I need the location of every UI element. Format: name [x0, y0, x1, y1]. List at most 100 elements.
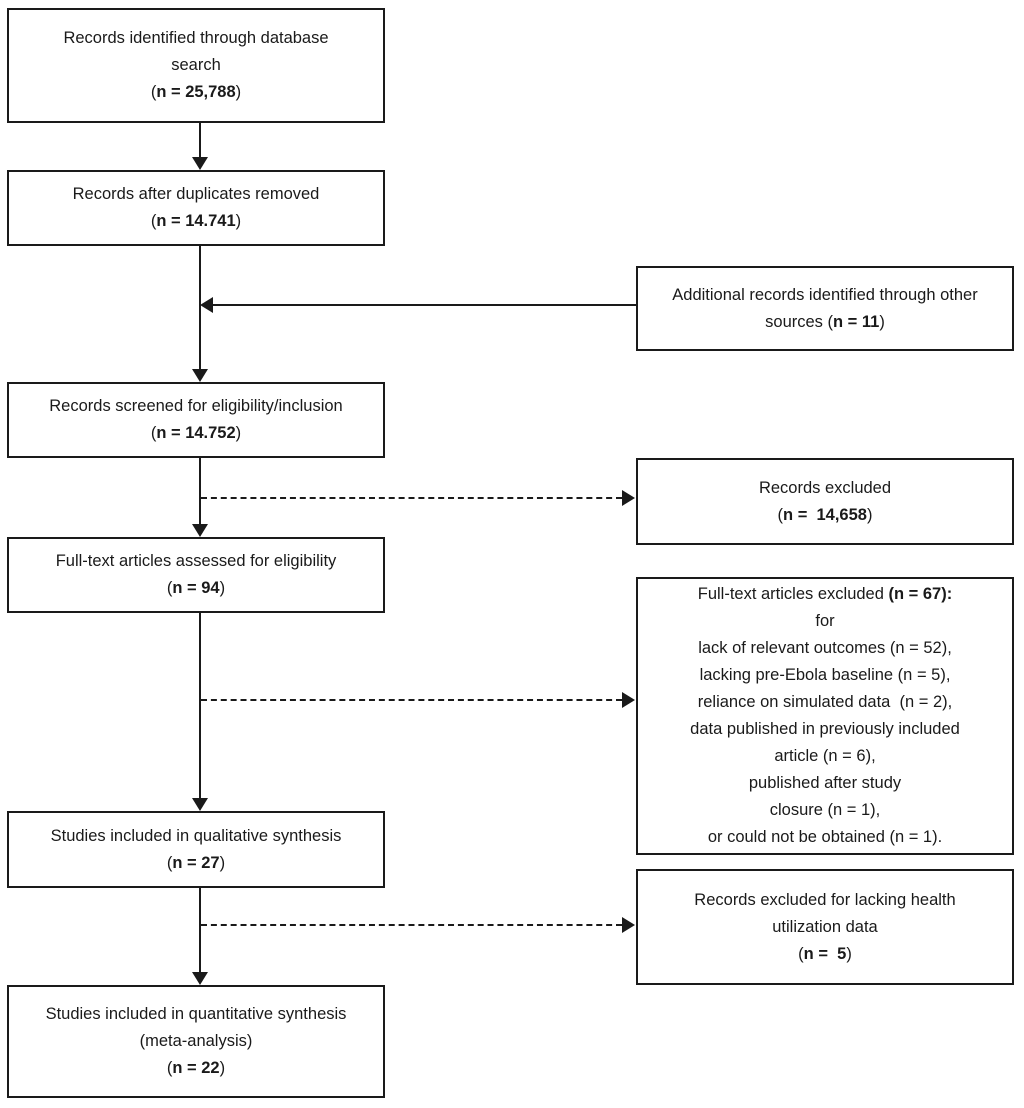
- exclusion-reason: reliance on simulated data (n = 2),: [698, 689, 953, 716]
- box-text: or could not be obtained (n = 1).: [707, 828, 943, 846]
- arrow-down-icon: [192, 157, 208, 170]
- box-text: lacking pre-Ebola baseline (n = 5),: [699, 666, 951, 684]
- arrow-right-icon: [622, 917, 635, 933]
- exclusion-reason: for: [815, 608, 834, 635]
- box-text: Full-text articles excluded: [697, 585, 889, 603]
- flow-line-fulltext-to-qualitative: [199, 613, 201, 798]
- box-text: lack of relevant outcomes (n = 52),: [698, 639, 952, 657]
- box-text: closure (n = 1),: [769, 801, 881, 819]
- box-text-line: Additional records identified through ot…: [672, 282, 977, 309]
- exclusion-reason: article (n = 6),: [774, 743, 875, 770]
- merge-line-additional-records: [213, 304, 636, 306]
- box-text-line: Records after duplicates removed: [73, 181, 320, 208]
- box-records-screened: Records screened for eligibility/inclusi…: [7, 382, 385, 458]
- box-text-line: utilization data: [772, 914, 878, 941]
- paren-close: ): [235, 83, 242, 101]
- box-n-line: (n = 14,658): [778, 502, 873, 529]
- paren-close: ): [219, 853, 226, 872]
- flow-line-screened-to-fulltext: [199, 458, 201, 524]
- paren-open: (: [150, 424, 157, 442]
- n-value: n = 14.741: [156, 212, 236, 230]
- box-records-excluded: Records excluded (n = 14,658): [636, 458, 1014, 545]
- box-text-line: Records identified through database: [63, 25, 328, 52]
- paren-close: ): [235, 212, 242, 230]
- arrow-right-icon: [622, 692, 635, 708]
- paren-open: (: [166, 1059, 173, 1077]
- box-text: Records excluded for lacking health: [694, 890, 956, 909]
- box-n-line: (n = 27): [167, 850, 225, 877]
- n-value: n = 25,788: [156, 83, 236, 101]
- n-value: n = 27: [172, 853, 220, 872]
- box-text: published after study: [748, 774, 902, 792]
- paren-close: ): [846, 944, 852, 963]
- exclusion-reason: closure (n = 1),: [770, 797, 881, 824]
- box-n-line: (n = 25,788): [151, 79, 241, 106]
- n-value: n = 14,658: [783, 505, 867, 524]
- box-text-line: Studies included in quantitative synthes…: [46, 1001, 347, 1028]
- box-text-line: Full-text articles assessed for eligibil…: [56, 548, 337, 575]
- box-text-line: Full-text articles excluded (n = 67):: [698, 581, 952, 608]
- box-text: for: [815, 612, 835, 630]
- flow-line-identified-to-duplicates: [199, 123, 201, 158]
- exclusion-line-health-utilization: [201, 924, 622, 926]
- box-text: Records screened for eligibility/inclusi…: [49, 397, 343, 415]
- box-n-line: (n = 14.752): [151, 420, 241, 447]
- n-value: (n = 67):: [888, 585, 953, 603]
- n-value: n = 94: [172, 579, 220, 597]
- box-text-line: Records screened for eligibility/inclusi…: [49, 393, 342, 420]
- box-excluded-health-utilization: Records excluded for lacking health util…: [636, 869, 1014, 985]
- box-text: (meta-analysis): [139, 1032, 253, 1050]
- box-n-line: (n = 22): [167, 1055, 225, 1082]
- arrow-down-icon: [192, 972, 208, 985]
- box-text: Records identified through database: [63, 29, 329, 47]
- box-duplicates-removed: Records after duplicates removed (n = 14…: [7, 170, 385, 246]
- paren-close: ): [219, 1059, 226, 1077]
- paren-open: (: [150, 212, 157, 230]
- n-value: n = 14.752: [156, 424, 236, 442]
- flow-line-qualitative-to-quantitative: [199, 888, 201, 972]
- box-text: article (n = 6),: [774, 747, 876, 765]
- box-text: Full-text articles assessed for eligibil…: [55, 552, 337, 570]
- exclusion-reason: published after study: [749, 770, 901, 797]
- paren-open: (: [166, 579, 173, 597]
- box-text: Records after duplicates removed: [72, 185, 320, 203]
- box-n-line: sources (n = 11): [765, 309, 885, 336]
- arrow-left-icon: [200, 297, 213, 313]
- box-n-line: (n = 14.741): [151, 208, 241, 235]
- exclusion-reason: data published in previously included: [690, 716, 960, 743]
- paren-open: (: [150, 83, 157, 101]
- exclusion-line-records-excluded: [201, 497, 622, 499]
- box-quantitative-synthesis: Studies included in quantitative synthes…: [7, 985, 385, 1098]
- n-value: n = 5: [803, 944, 847, 963]
- box-text-line: Studies included in qualitative synthesi…: [51, 823, 342, 850]
- exclusion-reason: lack of relevant outcomes (n = 52),: [698, 635, 952, 662]
- arrow-down-icon: [192, 524, 208, 537]
- box-additional-records: Additional records identified through ot…: [636, 266, 1014, 351]
- exclusion-reason: or could not be obtained (n = 1).: [708, 824, 942, 851]
- paren-close: ): [879, 312, 885, 331]
- paren-open: (: [798, 944, 804, 963]
- box-text: Studies included in quantitative synthes…: [45, 1005, 347, 1023]
- box-text-line: Records excluded for lacking health: [694, 887, 955, 914]
- exclusion-line-fulltext-excluded: [201, 699, 622, 701]
- box-n-line: (n = 5): [798, 941, 852, 968]
- exclusion-reason: lacking pre-Ebola baseline (n = 5),: [700, 662, 951, 689]
- arrow-right-icon: [622, 490, 635, 506]
- paren-close: ): [866, 505, 873, 524]
- box-fulltext-assessed: Full-text articles assessed for eligibil…: [7, 537, 385, 613]
- box-text: data published in previously included: [690, 720, 960, 738]
- arrow-down-icon: [192, 369, 208, 382]
- paren-close: ): [235, 424, 242, 442]
- arrow-down-icon: [192, 798, 208, 811]
- box-text: Records excluded: [758, 478, 892, 497]
- paren-open: (: [777, 505, 784, 524]
- paren-open: (: [166, 853, 173, 872]
- box-text: search: [171, 56, 221, 74]
- box-text: reliance on simulated data (n = 2),: [697, 693, 953, 711]
- n-value: n = 11: [833, 312, 880, 331]
- box-text-line: (meta-analysis): [140, 1028, 253, 1055]
- box-n-line: (n = 94): [167, 575, 225, 602]
- box-records-identified: Records identified through database sear…: [7, 8, 385, 123]
- box-text: Studies included in qualitative synthesi…: [50, 826, 342, 845]
- box-text-line: search: [171, 52, 221, 79]
